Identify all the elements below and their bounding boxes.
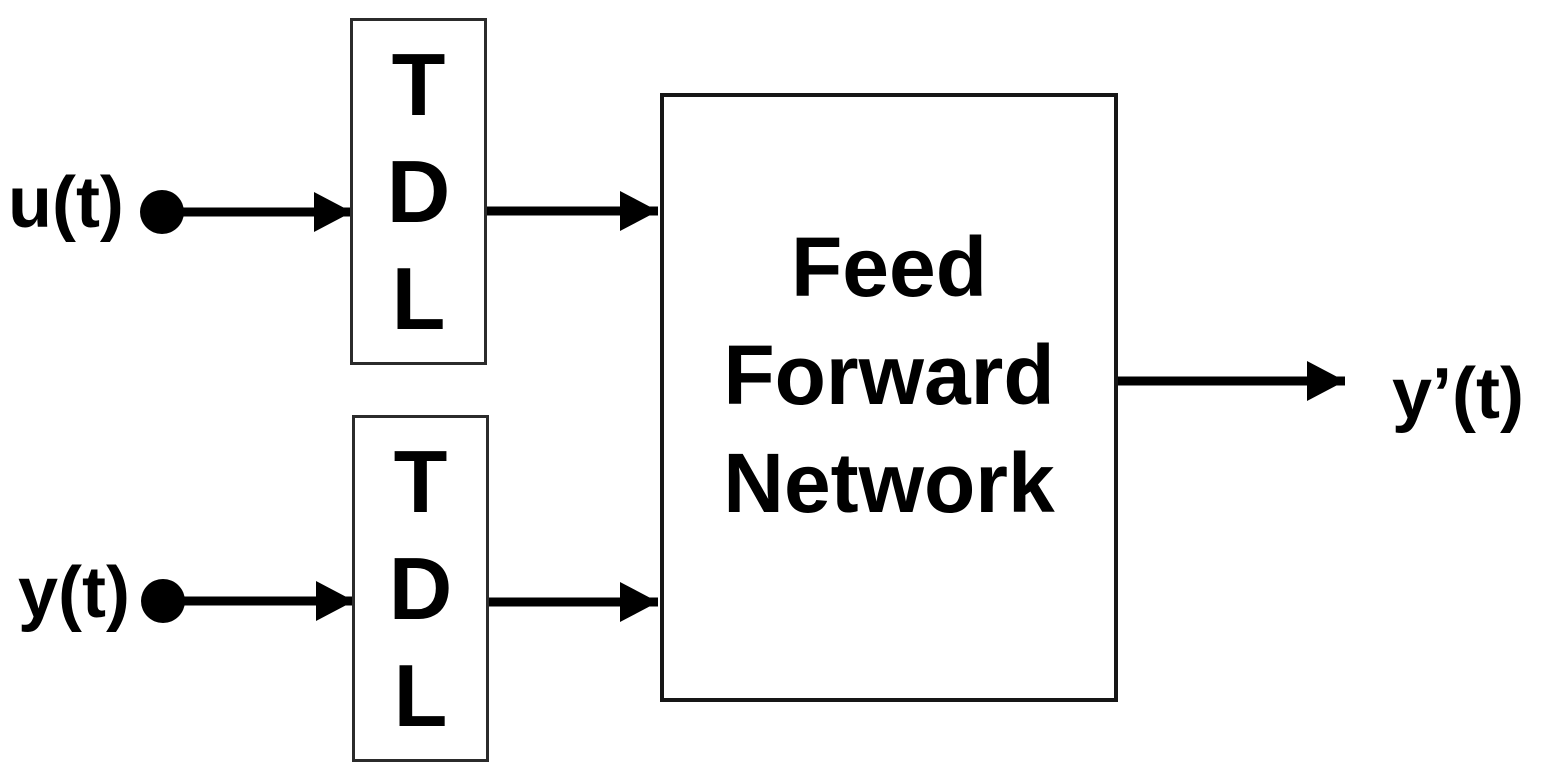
tdl-top-letter-t: T — [391, 35, 446, 134]
tdl-bottom-letter-t: T — [393, 432, 448, 531]
tdl-top-letter-l: L — [391, 249, 446, 348]
feed-forward-network-block: Feed Forward Network — [660, 93, 1118, 702]
ffn-line-feed: Feed — [790, 220, 988, 314]
label-input-y: y(t) — [18, 553, 130, 633]
tdl-bottom-letter-l: L — [393, 646, 448, 745]
ffn-line-forward: Forward — [723, 328, 1055, 422]
ffn-line-network: Network — [723, 436, 1055, 530]
label-input-u: u(t) — [8, 163, 124, 243]
label-output-y-prime: y’(t) — [1392, 354, 1524, 434]
tdl-top-letter-d: D — [386, 142, 451, 241]
tdl-block-top: T D L — [350, 18, 487, 365]
tdl-bottom-letter-d: D — [388, 539, 453, 638]
tdl-block-bottom: T D L — [352, 415, 489, 762]
